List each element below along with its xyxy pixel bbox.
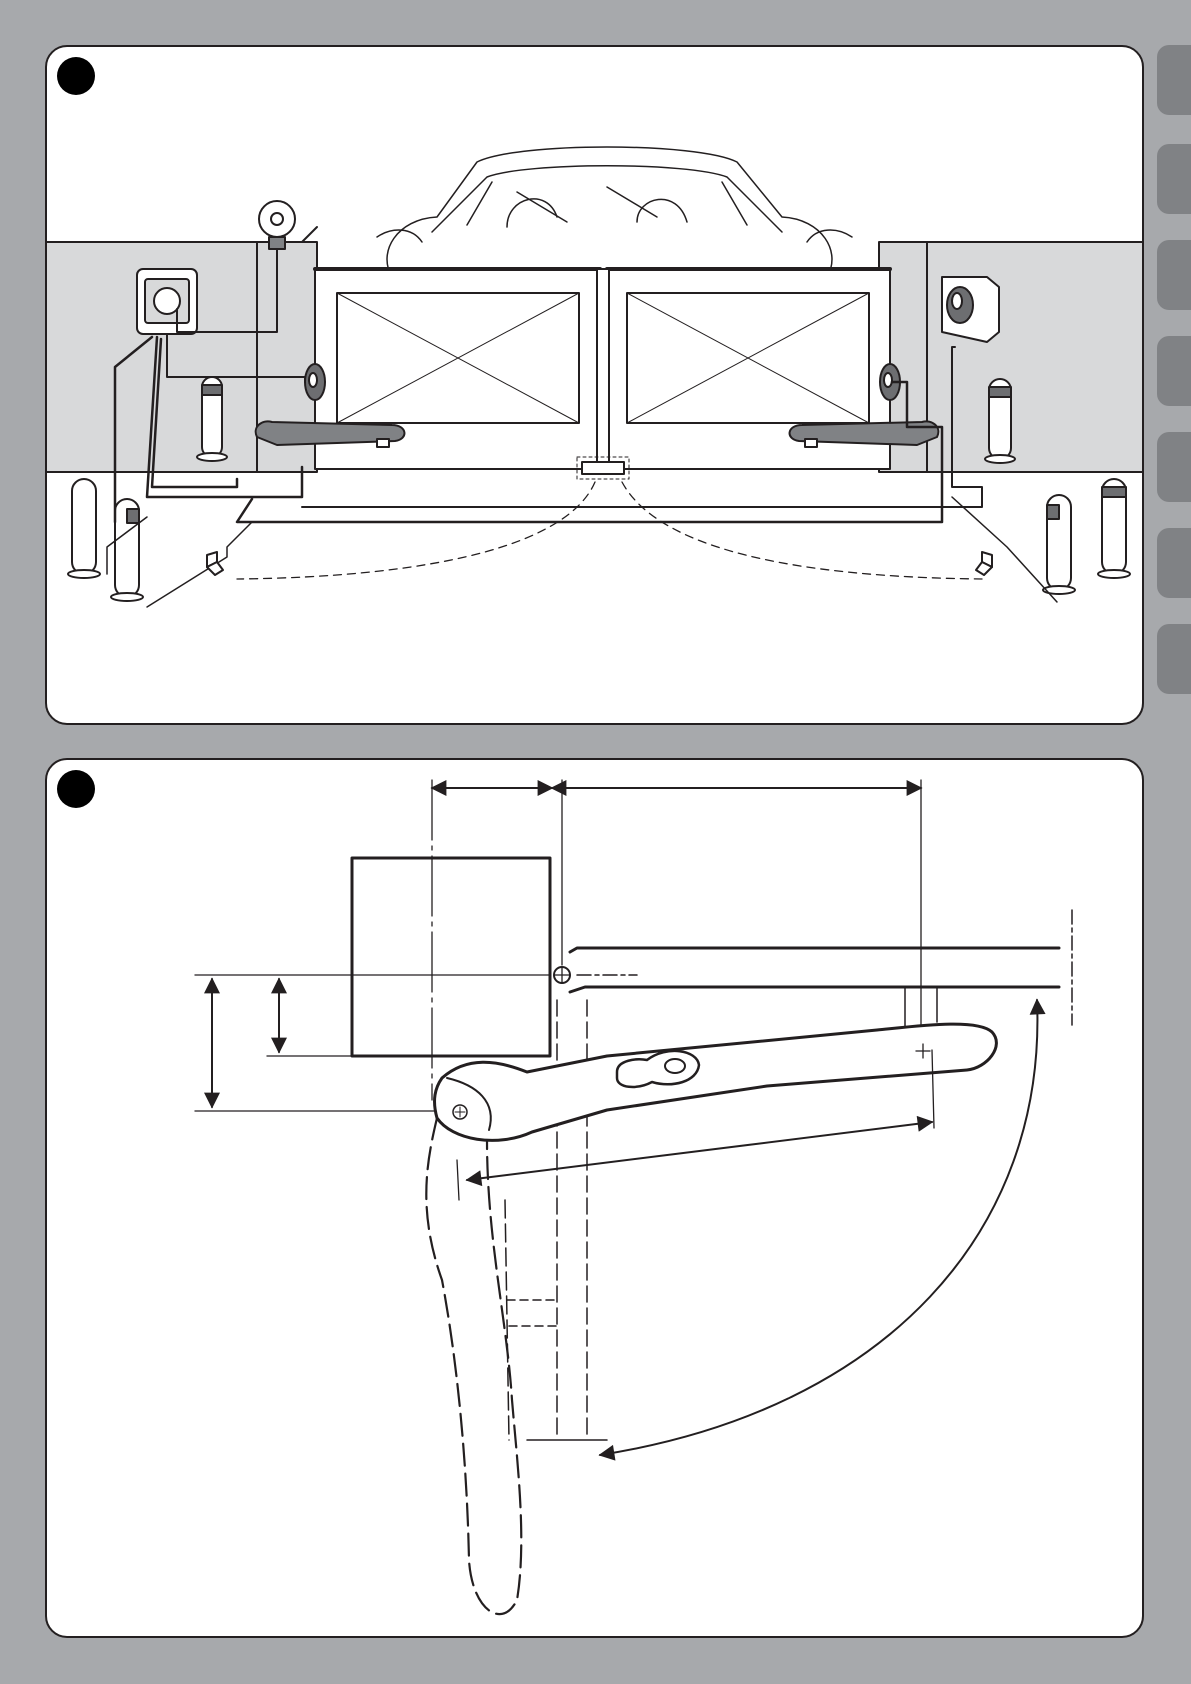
gate-swing-path: [237, 482, 982, 579]
dimension-top: [432, 780, 921, 1060]
mounting-dimension-drawing: [47, 760, 1144, 1638]
pillar: [352, 858, 550, 1056]
gear-motor-left-icon: [256, 421, 405, 447]
key-selector-icon: [942, 277, 999, 342]
gear-motor-arm-closed: [435, 1024, 997, 1140]
car-outline: [377, 147, 852, 277]
side-tab-2: [1157, 144, 1191, 214]
post-photocell-2-icon: [68, 479, 100, 578]
dimension-left: [195, 975, 467, 1111]
post-photocell-5-icon: [1043, 495, 1075, 594]
side-tab-6: [1157, 528, 1191, 598]
side-tab-4: [1157, 336, 1191, 406]
floor-stop-left-icon: [207, 552, 223, 575]
control-unit-icon: [137, 269, 197, 334]
post-photocell-6-icon: [1098, 479, 1130, 578]
gate-center-post: [597, 269, 609, 469]
gear-motor-arm-open: [426, 1118, 557, 1614]
installation-illustration: [47, 47, 1144, 725]
side-tab-3: [1157, 240, 1191, 310]
side-tab-5: [1157, 432, 1191, 502]
gate-leaf-closed: [570, 910, 1072, 1025]
post-photocell-1-icon: [197, 377, 227, 461]
floor-stop-right-icon: [976, 552, 992, 575]
gate-ground-stop: [582, 462, 624, 474]
gate-hinge-icon: [554, 967, 570, 983]
gear-motor-right-icon: [790, 421, 939, 447]
figure-panel-installation: [45, 45, 1144, 725]
photocell-left-icon: [305, 364, 325, 400]
side-tab-7: [1157, 624, 1191, 694]
post-photocell-4-icon: [985, 379, 1015, 463]
side-tab-1: [1157, 45, 1191, 115]
figure-panel-dimensions: [45, 758, 1144, 1638]
